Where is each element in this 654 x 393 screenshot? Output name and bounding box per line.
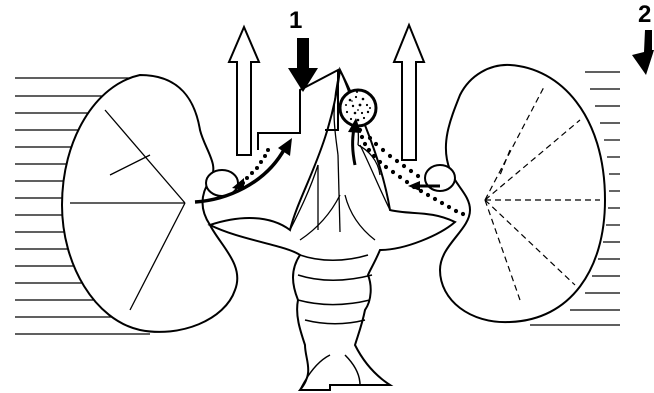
speckled-mass: [340, 90, 376, 126]
right-kidney: [440, 65, 605, 322]
label-1: 1: [289, 7, 302, 34]
left-up-arrow: [229, 27, 259, 155]
right-up-arrow: [394, 25, 424, 160]
label-2: 2: [638, 1, 651, 28]
down-arrow-2: [632, 30, 654, 75]
